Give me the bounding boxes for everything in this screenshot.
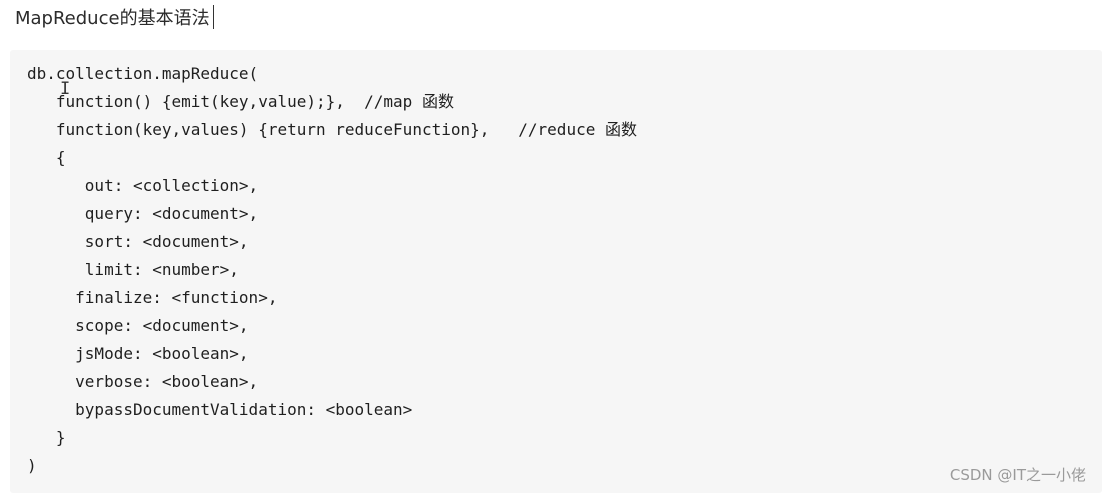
code-line: out: <collection>, <box>27 176 259 195</box>
code-line: scope: <document>, <box>27 316 249 335</box>
section-title: MapReduce的基本语法 <box>15 8 210 29</box>
code-line: ) <box>27 456 37 475</box>
code-line: verbose: <boolean>, <box>27 372 259 391</box>
code-line: db.collection.mapReduce( <box>27 64 259 83</box>
code-line: function() {emit(key,value);}, //map 函数 <box>27 92 454 111</box>
code-line: } <box>27 428 66 447</box>
watermark: CSDN @IT之一小佬 <box>949 466 1086 484</box>
code-line: bypassDocumentValidation: <boolean> <box>27 400 413 419</box>
code-line: sort: <document>, <box>27 232 249 251</box>
code-block[interactable]: db.collection.mapReduce( function() {emi… <box>10 50 1102 493</box>
code-line: { <box>27 148 66 167</box>
text-cursor <box>212 5 214 29</box>
code-line: function(key,values) {return reduceFunct… <box>27 120 637 139</box>
ibeam-cursor-icon: I <box>60 79 71 99</box>
code-line: limit: <number>, <box>27 260 239 279</box>
section-heading: MapReduce的基本语法 <box>15 2 214 32</box>
code-line: jsMode: <boolean>, <box>27 344 249 363</box>
code-line: finalize: <function>, <box>27 288 278 307</box>
code-line: query: <document>, <box>27 204 259 223</box>
